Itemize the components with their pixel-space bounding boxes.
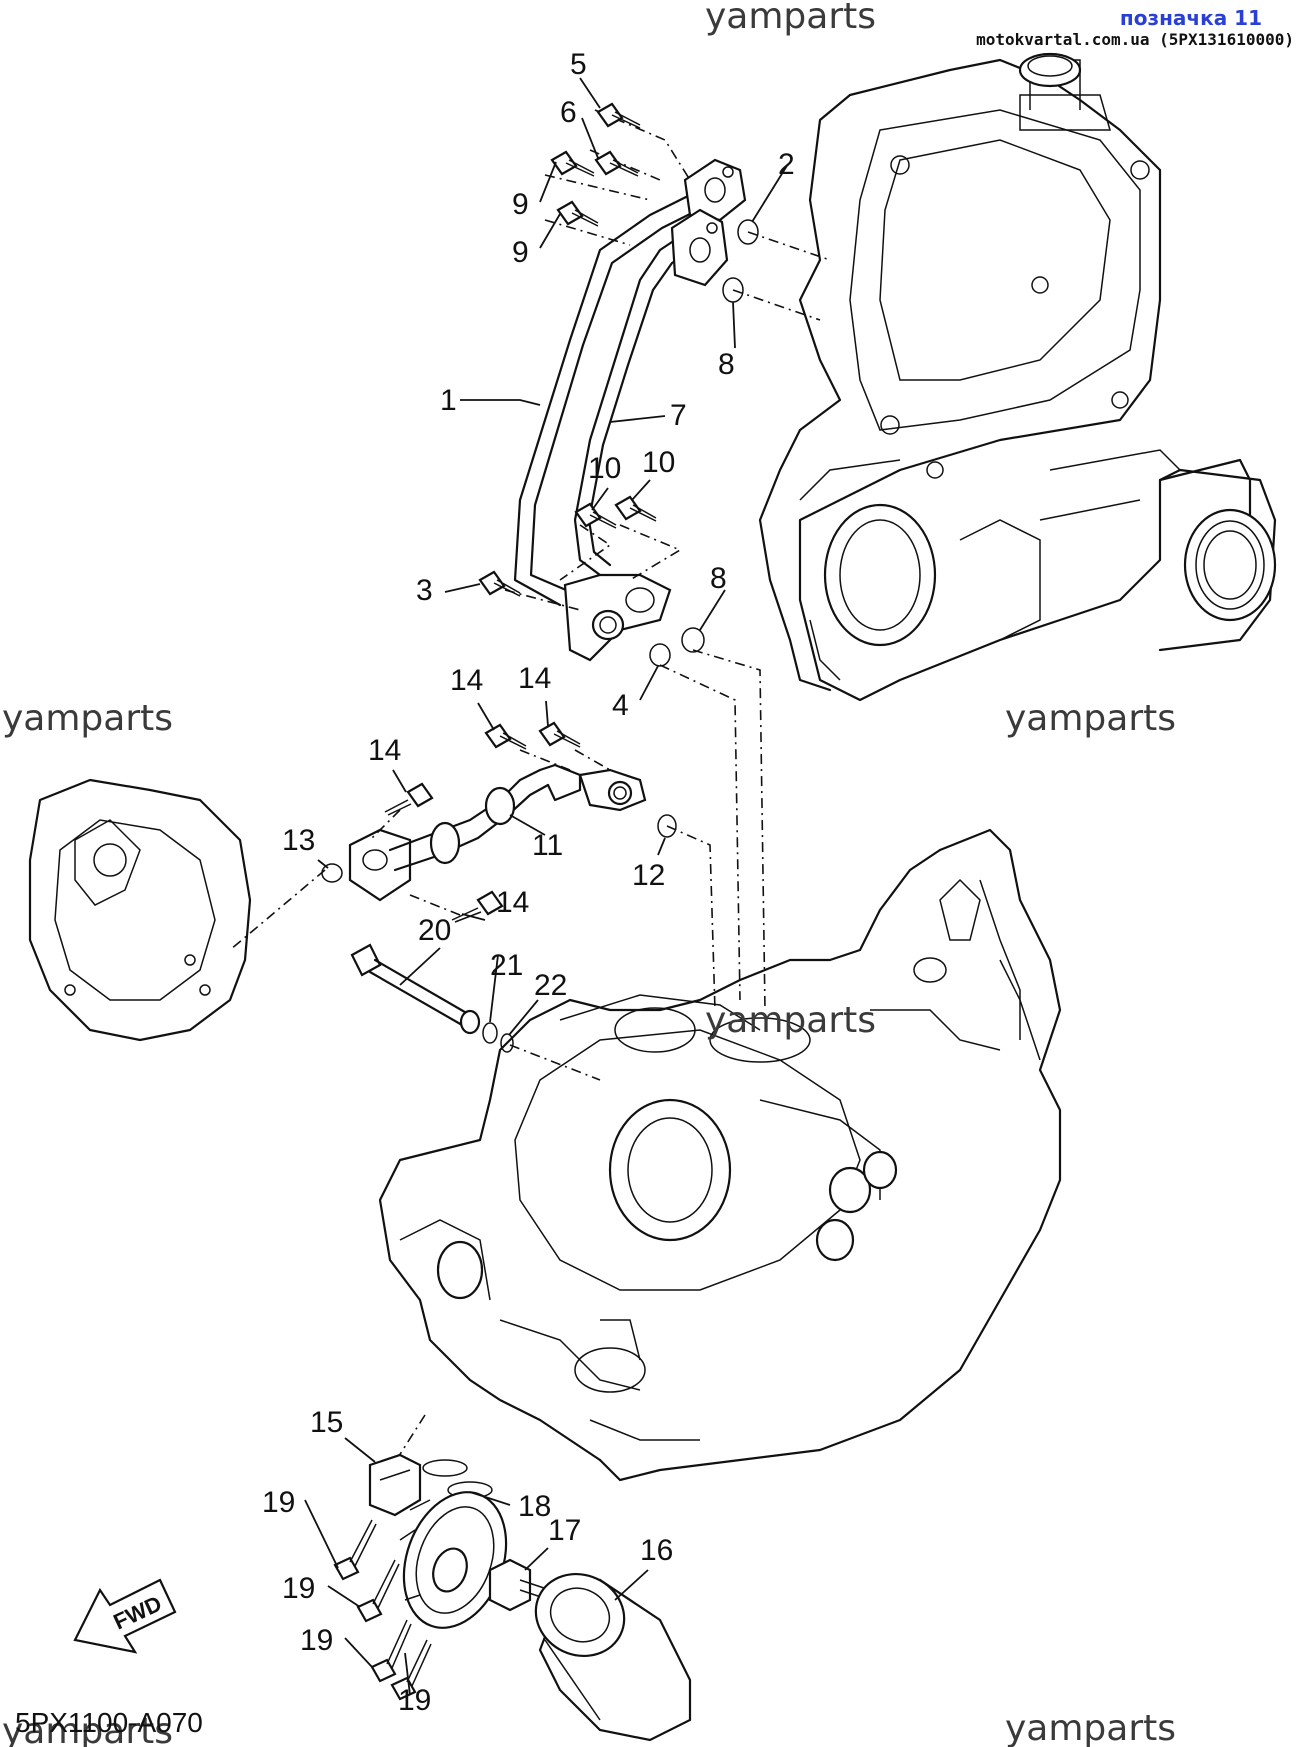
callout-3: 3 — [416, 574, 433, 607]
watermark-right: yamparts — [1005, 698, 1176, 739]
oil-pipe-7 — [573, 228, 704, 577]
assembly-line-14 — [369, 749, 611, 916]
callout-14-b: 14 — [518, 662, 551, 695]
watermark-center: yamparts — [705, 1000, 876, 1041]
upper-flange-pipe-7 — [670, 208, 729, 287]
upper-flange-pipe-1 — [683, 158, 747, 222]
diagram-code: 5PX1100-A070 — [15, 1707, 203, 1738]
lower-crankcase — [378, 828, 1062, 1482]
header-source: motokvartal.com.ua (5PX131610000) — [976, 30, 1294, 49]
callout-2: 2 — [778, 148, 795, 181]
bolt-6 — [594, 150, 639, 177]
bolts-19 — [333, 1519, 432, 1701]
oil-pipe-11 — [348, 763, 647, 902]
o-ring-2 — [737, 219, 759, 245]
callout-4: 4 — [612, 689, 629, 722]
bolt-9-lower — [556, 200, 599, 227]
fwd-arrow-icon: FWD — [73, 1578, 177, 1654]
o-ring-12 — [657, 814, 677, 838]
watermark-bottom-right: yamparts — [1005, 1708, 1176, 1747]
callout-10-right: 10 — [642, 446, 675, 479]
assembly-line-12 — [666, 825, 716, 1011]
bolt-5 — [596, 102, 641, 129]
header-title: позначка 11 — [1119, 6, 1262, 30]
upper-crankcase-cover — [758, 52, 1277, 702]
bolt-9-upper — [550, 150, 595, 177]
callout-22: 22 — [534, 969, 567, 1002]
callout-8-upper: 8 — [718, 348, 735, 381]
filter-housing — [399, 1491, 508, 1629]
callout-11: 11 — [532, 829, 563, 862]
watermark-left: yamparts — [2, 698, 173, 739]
o-ring-22 — [500, 1033, 514, 1053]
callout-13: 13 — [282, 824, 315, 857]
watermark-bottom-left: yamparts — [2, 1711, 173, 1747]
callout-19-d: 19 — [398, 1684, 431, 1717]
oil-delivery-pipe-20 — [350, 943, 481, 1035]
bolt-10-right — [614, 495, 657, 522]
callout-19-b: 19 — [282, 1572, 315, 1605]
lower-flange — [563, 573, 672, 662]
callout-20: 20 — [418, 914, 451, 947]
bolts-14 — [384, 721, 581, 923]
filter-bracket-15 — [368, 1453, 422, 1517]
o-ring-4 — [649, 643, 671, 667]
callout-14-c: 14 — [368, 734, 401, 767]
callout-15: 15 — [310, 1406, 343, 1439]
o-ring-8-lower — [681, 627, 705, 653]
callout-10-left: 10 — [588, 452, 621, 485]
callout-12: 12 — [632, 859, 665, 892]
callout-14-d: 14 — [496, 886, 529, 919]
callout-7: 7 — [670, 399, 687, 432]
callout-5: 5 — [570, 48, 587, 81]
bolt-10-left — [574, 502, 617, 529]
union-bolt-17 — [488, 1558, 551, 1612]
callout-19-a: 19 — [262, 1486, 295, 1519]
watermark-top: yamparts — [705, 0, 876, 37]
leader-lines — [304, 77, 789, 1696]
callout-6: 6 — [560, 96, 577, 129]
oil-filter-16 — [534, 1572, 692, 1742]
callout-17: 17 — [548, 1514, 581, 1547]
callout-18: 18 — [518, 1490, 551, 1523]
callout-1: 1 — [440, 384, 457, 417]
callout-21: 21 — [490, 949, 523, 982]
o-ring-21 — [482, 1022, 498, 1044]
o-ring-13 — [321, 863, 343, 883]
oil-pipe-1 — [513, 193, 704, 607]
assembly-line-20 — [509, 1044, 601, 1081]
callout-14-a: 14 — [450, 664, 483, 697]
assembly-line-left — [229, 869, 326, 951]
callout-8-lower: 8 — [710, 562, 727, 595]
callout-9-upper: 9 — [512, 188, 529, 221]
callout-9-lower: 9 — [512, 236, 529, 269]
left-side-cover — [28, 778, 252, 1042]
bolt-3 — [478, 570, 521, 597]
callout-16: 16 — [640, 1534, 673, 1567]
callout-19-c: 19 — [300, 1624, 333, 1657]
